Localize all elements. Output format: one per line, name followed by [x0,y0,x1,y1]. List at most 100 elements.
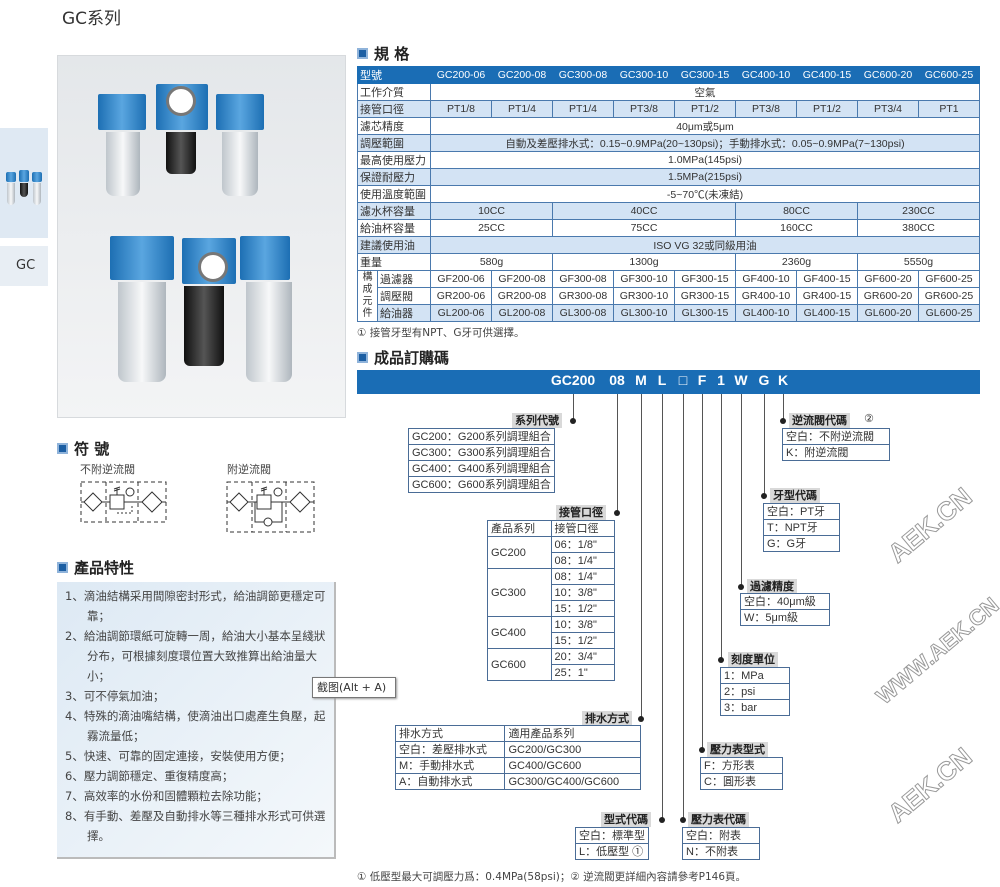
gauge-type-label: 壓力表型式 [707,742,768,757]
series-option: GC400：G400系列調理組合 [408,460,555,477]
feature-item: 1、滴油結構采用間隙密封形式，給油調節更穩定可靠； [65,589,326,623]
unit-option: 3：bar [720,699,790,716]
spec-row: 工作介質空氣 [357,83,980,101]
symbols-heading-text: 符 號 [74,440,110,458]
check-option: 空白：不附逆流閥 [782,428,890,445]
feature-item: 8、有手動、差壓及自動排水等三種排水形式可供選擇。 [65,809,326,843]
gauge-label: 壓力表代碼 [688,812,749,827]
thread-label: 牙型代碼 [770,488,820,503]
leader-line [783,394,784,421]
product-thumbnail[interactable] [0,128,48,238]
spec-cell: 40μm或5μm [430,117,980,135]
port-size: 08：1/4" [550,552,615,569]
component-model: GF200-06 [430,270,492,288]
filter-table: 空白：40μm級 W：5μm級 [740,593,830,626]
code-drain: M [635,372,647,388]
leader-line [617,394,618,512]
page-title: GC系列 [62,9,122,29]
spec-cell: PT3/8 [613,100,675,118]
component-model: GL300-15 [674,304,736,322]
unit-option: 1：MPa [720,667,790,684]
component-model: GR400-15 [796,287,858,305]
spec-model-header: GC400-15 [796,66,858,84]
code-gauge-type: F [697,372,707,388]
spec-cell: PT1/4 [552,100,614,118]
spec-cell: PT1/8 [430,100,492,118]
port-size: 20：3/4" [550,648,615,665]
series-label: 系列代號 [512,413,562,428]
leader-dot [680,817,686,823]
component-model: GL600-20 [857,304,919,322]
order-heading-text: 成品訂購碼 [374,349,450,367]
spec-row-label: 最高使用壓力 [357,151,431,169]
symbol-label-without-check: 不附逆流閥 [80,463,135,476]
order-code-bar: GC200 08 M L □ F 1 W G K [357,370,980,394]
spec-model-header: GC600-25 [918,66,980,84]
code-port: 08 [609,372,625,388]
unit-table: 1：MPa 2：psi 3：bar [720,667,790,716]
component-model: GR300-10 [613,287,675,305]
spec-row-label: 濾芯精度 [357,117,431,135]
filter-option: W：5μm級 [740,609,830,626]
component-model: GF600-25 [918,270,980,288]
check-label: 逆流閥代碼 [789,413,850,428]
leader-dot [699,747,705,753]
spec-cell: ISO VG 32或同級用油 [430,236,980,254]
spec-row-label: 工作介質 [357,83,431,101]
section-bullet-icon [357,48,368,59]
check-table: 空白：不附逆流閥 K：附逆流閥 [782,428,890,461]
code-filter: W [734,372,748,388]
features-list: 1、滴油結構采用間隙密封形式，給油調節更穩定可靠； 2、給油調節環紙可旋轉一周，… [57,582,336,859]
spec-note: ① 接管牙型有NPT、G牙可供選擇。 [357,327,525,339]
feature-item: 5、快速、可靠的固定連接，安裝使用方便； [65,749,291,763]
spec-row-label: 重量 [357,253,431,271]
drain-option: A：自動排水式 [394,773,506,790]
port-size: 06：1/8" [550,536,615,553]
frl-symbol-icon [80,481,167,523]
sidebar-tab-gc[interactable]: GC [0,246,48,286]
port-label: 接管口徑 [556,505,606,520]
section-bullet-icon [57,562,68,573]
component-model: GF300-15 [674,270,736,288]
spec-cell: 230CC [857,202,980,220]
component-model: GR300-08 [552,287,614,305]
frl-check-valve-symbol-icon [226,481,315,533]
order-footnote: ① 低壓型最大可調壓力爲：0.4MPa(58psi)；② 逆流閥更詳細內容請參考… [357,871,747,883]
component-label: 調壓閥 [377,287,431,305]
thread-option: 空白：PT牙 [763,503,840,520]
spec-model-header: GC300-15 [674,66,736,84]
component-model: GF200-08 [491,270,553,288]
component-model: GF300-10 [613,270,675,288]
section-bullet-icon [357,352,368,363]
watermark: AEK.CN [882,481,979,569]
port-head: 接管口徑 [550,520,615,537]
drain-series: GC300/GC400/GC600 [504,773,641,790]
spec-heading-text: 規 格 [374,45,410,63]
spec-row-label: 給油杯容量 [357,219,431,237]
drain-option: 空白：差壓排水式 [394,741,506,758]
spec-cell: 1.5MPa(215psi) [430,168,980,186]
gauge-type-option: C：圓形表 [700,773,783,790]
spec-cell: 160CC [735,219,858,237]
feature-item: 6、壓力調節穩定、重復精度高； [65,769,234,783]
component-model: GL200-08 [491,304,553,322]
spec-cell: 自動及差壓排水式：0.15~0.9MPa(20~130psi)；手動排水式：0.… [430,134,980,152]
code-thread: G [758,372,770,388]
component-model: GL300-10 [613,304,675,322]
type-table: 空白：標準型 L：低壓型 ① [575,827,649,860]
leader-line [721,394,722,660]
component-model: GL600-25 [918,304,980,322]
gauge-option: N：不附表 [682,843,760,860]
spec-model-header: GC300-10 [613,66,675,84]
spec-model-header: GC300-08 [552,66,614,84]
spec-cell: 1300g [552,253,736,271]
symbol-label-with-check: 附逆流閥 [227,463,271,476]
port-head: 產品系列 [487,520,552,537]
spec-row-label: 型號 [357,66,431,84]
